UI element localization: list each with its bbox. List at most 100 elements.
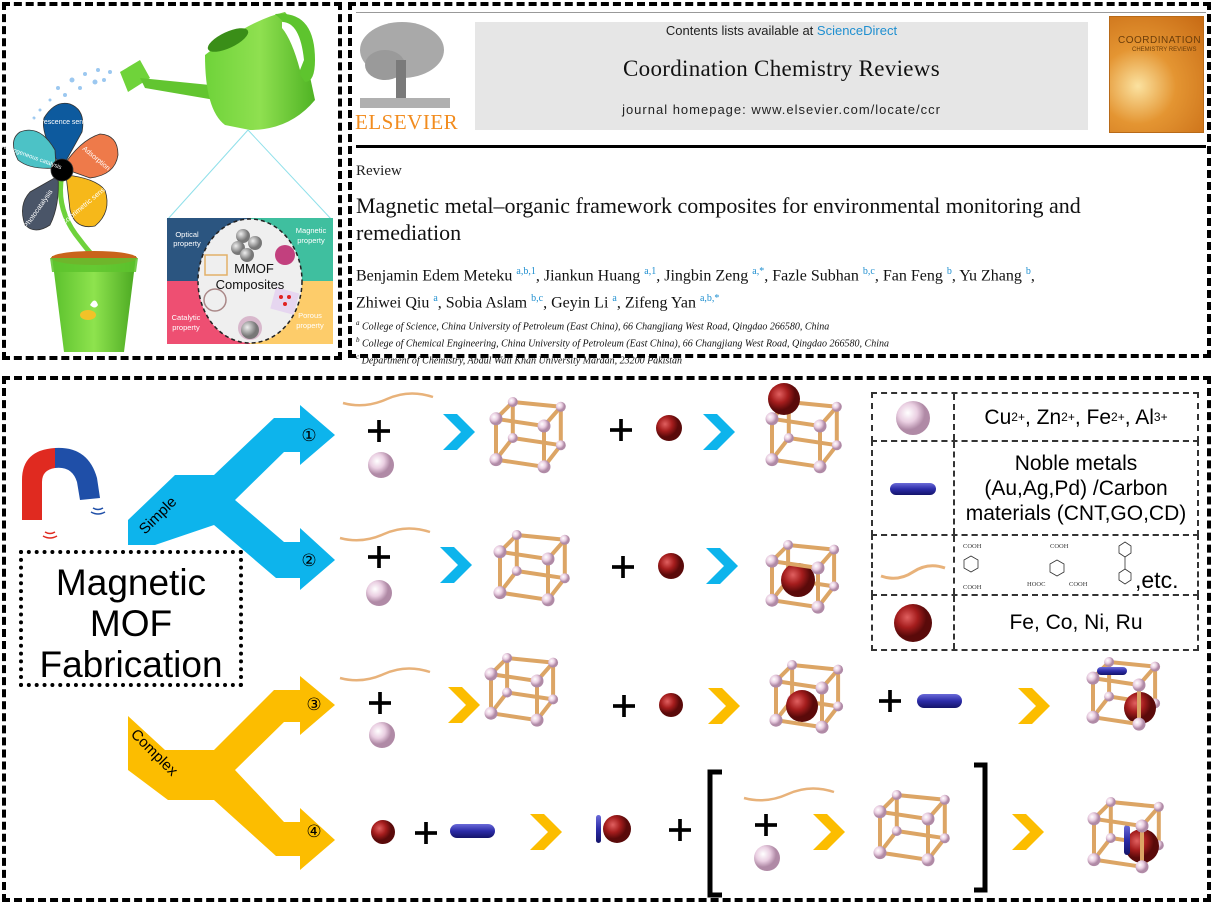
journal-homepage[interactable]: journal homepage: www.elsevier.com/locat…	[622, 102, 941, 117]
route2-mof-cube-node	[493, 545, 507, 559]
route3-intermediate-cube-node	[833, 664, 844, 675]
header-bottom-rule	[356, 145, 1206, 148]
mmof-fabrication-title: Magnetic MOF Fabrication	[19, 550, 243, 687]
route3-mof-cube-edge	[506, 690, 554, 702]
author-affiliation-marker[interactable]: b	[1025, 266, 1031, 277]
route2-mof-cube-node	[541, 552, 555, 566]
affiliation-list: a College of Science, China University o…	[356, 317, 889, 367]
author-name[interactable]: Jiankun Huang	[543, 267, 645, 285]
route4-plus	[424, 822, 428, 844]
author-name[interactable]: Sobia Aslam	[445, 294, 532, 312]
route3-chevron-2	[708, 688, 740, 724]
ligand-structures: COOH COOH COOH HOOC COOH ,etc.	[963, 541, 1178, 593]
route1-chevron-1	[443, 414, 475, 450]
author-name[interactable]: Yu Zhang	[959, 267, 1026, 285]
route1-product-cube-node	[783, 433, 794, 443]
route3-intermediate-cube-node	[787, 660, 798, 670]
author-affiliation-marker[interactable]: a,*	[752, 266, 765, 277]
route-marker-4: ④	[306, 822, 321, 842]
route1-mof-cube-edge	[495, 457, 545, 469]
route4-product-cube-edge	[1110, 800, 1159, 809]
petal-photocatalysis	[22, 175, 59, 231]
author-affiliation-marker[interactable]: a	[433, 293, 438, 305]
journal-title: Coordination Chemistry Reviews	[623, 56, 940, 81]
author-affiliation-marker[interactable]: b	[946, 266, 952, 277]
route1-mof-cube-node	[489, 453, 503, 467]
legend-row-magnetic-metals: Fe, Co, Ni, Ru	[871, 594, 1199, 651]
route1-product-cube-node	[831, 440, 842, 451]
author-affiliation-marker[interactable]: a,1	[644, 266, 657, 277]
fabrication-panel	[2, 376, 1211, 902]
route3-product-cube-node	[1150, 661, 1161, 672]
route3-surface-rod	[1097, 667, 1127, 675]
route1-mof-cube-edge	[495, 416, 545, 428]
ligand-strand-icon	[880, 564, 946, 580]
quadrant-magnetic-line2: property	[297, 236, 325, 245]
route2-plus-2	[621, 556, 625, 578]
route2-mof-cube-node	[541, 593, 555, 607]
route1-mof-cube-node	[555, 401, 566, 412]
route4-product-cube-node	[1105, 797, 1116, 807]
author-affiliation-marker[interactable]: a	[612, 293, 617, 305]
route1-mof-cube-node	[537, 419, 551, 433]
route2-core-particle	[781, 563, 815, 597]
author-name[interactable]: Jingbin Zeng	[664, 267, 753, 285]
route1-mof-cube-node	[537, 460, 551, 474]
terephthalic-acid-icon	[963, 555, 979, 573]
route3-mof-cube-node	[502, 687, 513, 698]
route3-product-cube-node	[1086, 671, 1100, 685]
route1-product-cube-edge	[771, 416, 821, 428]
route-marker-3: ③	[306, 695, 321, 715]
route4-plus-2	[678, 819, 682, 841]
article-header-panel	[348, 2, 1211, 358]
route4-magnetic-particle	[371, 820, 395, 844]
watering-can-icon	[120, 12, 315, 130]
route4-metal-ion	[754, 845, 780, 871]
author-name[interactable]: Zifeng Yan	[624, 294, 700, 312]
quadrant-porous-line2: property	[296, 321, 324, 330]
svg-text:COOH: COOH	[1069, 581, 1088, 588]
affiliation: a College of Science, China University o…	[356, 319, 830, 333]
sciencedirect-link[interactable]: ScienceDirect	[816, 23, 898, 38]
author-affiliation-marker[interactable]: a,b,1	[516, 266, 536, 277]
route3-core-particle	[786, 690, 818, 722]
route3-intermediate-cube-node	[815, 681, 829, 695]
author-name[interactable]: Fan Feng	[882, 267, 947, 285]
route1-plus	[377, 420, 381, 442]
route2-product-cube-node	[811, 600, 825, 614]
author-name[interactable]: Fazle Subhan	[772, 267, 863, 285]
route2-product-cube-node	[765, 554, 779, 568]
route4-product-cube-node	[1135, 819, 1149, 833]
route2-ligand	[339, 527, 431, 542]
svg-text:COOH: COOH	[963, 543, 982, 550]
route4-plus-3	[764, 814, 768, 836]
trimesic-acid-icon	[1049, 559, 1065, 577]
svg-text:COOH: COOH	[963, 584, 982, 591]
route1-chevron-2	[703, 414, 735, 450]
author-affiliation-marker[interactable]: b,c	[862, 266, 875, 277]
author-name[interactable]: Benjamin Edem Meteku	[356, 267, 517, 285]
bipyridine-icon	[1118, 541, 1132, 558]
author-name[interactable]: Zhiwei Qiu	[356, 294, 434, 312]
route2-plus	[377, 546, 381, 568]
route2-product-cube-node	[829, 544, 840, 555]
route1-mof-cube-edge	[512, 436, 562, 448]
route1-product-cube-edge	[771, 457, 821, 469]
route4-mof-cube-node	[873, 805, 887, 819]
route1-magnetic-particle	[656, 415, 682, 441]
route4-product-cube-edge	[1093, 816, 1143, 828]
composites-label-line1: MMOF	[234, 261, 274, 276]
author-affiliation-marker[interactable]: a,b,*	[699, 293, 720, 305]
quadrant-catalytic-line1: Catalytic	[172, 313, 201, 322]
route1-mof-cube-node	[555, 440, 566, 451]
route2-metal-ion	[366, 580, 392, 606]
author-affiliation-marker[interactable]: b,c	[531, 293, 544, 305]
route4-mof-cube-node	[891, 790, 902, 800]
flower-pot-icon	[50, 251, 138, 352]
author-name[interactable]: Geyin Li	[551, 294, 613, 312]
route3-product-cube-node	[1104, 691, 1115, 702]
